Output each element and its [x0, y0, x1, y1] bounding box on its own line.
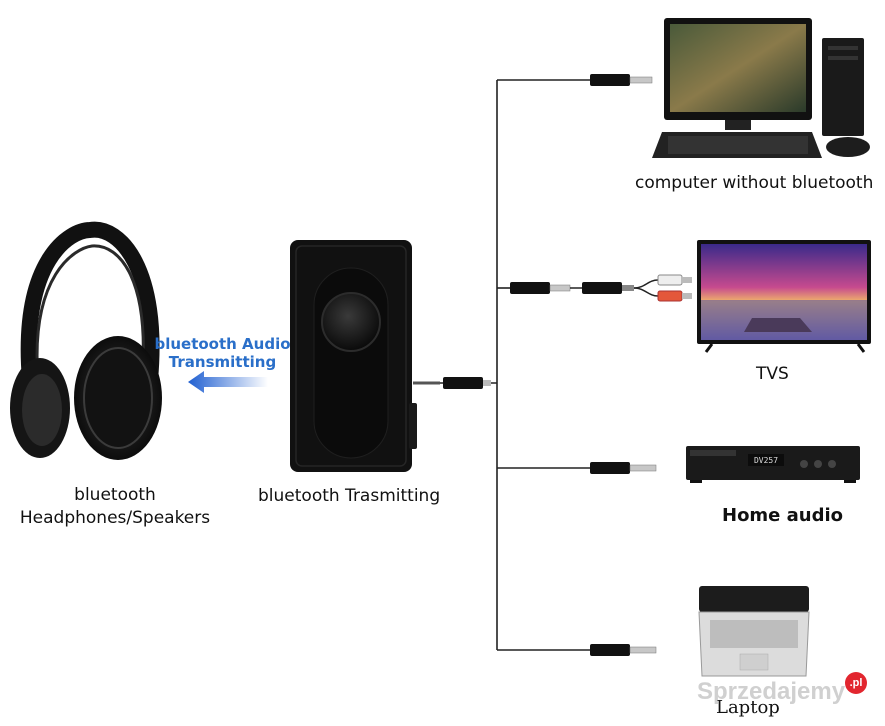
watermark-domain-badge: .pl — [845, 672, 867, 694]
audio-jack-icon — [443, 377, 491, 389]
audio-jack-icon — [510, 274, 692, 302]
desktop-computer-icon — [652, 18, 870, 158]
transmit-arrow-icon — [188, 371, 268, 393]
home-audio-player-icon: DV257 — [686, 446, 860, 483]
transmitter-label: bluetooth Trasmitting — [258, 486, 441, 506]
laptop-icon — [698, 586, 810, 677]
bluetooth-transmitter-icon — [290, 240, 440, 472]
tv-label: TVS — [756, 364, 789, 384]
transmit-caption-line2: Transmitting — [168, 353, 277, 371]
audio-jack-icon — [590, 462, 657, 474]
transmit-caption: bluetooth Audio Transmitting — [150, 335, 295, 371]
transmit-caption-line1: bluetooth Audio — [154, 335, 291, 353]
headphones-icon — [10, 221, 162, 460]
home-audio-display: DV257 — [754, 456, 778, 465]
audio-jack-icon — [590, 644, 657, 656]
headphones-label: bluetooth Headphones/Speakers — [0, 484, 230, 530]
home-audio-label: Home audio — [722, 505, 844, 526]
laptop-label: Laptop — [716, 697, 780, 718]
cable-bus — [440, 79, 590, 651]
headphones-label-line2: Headphones/Speakers — [19, 508, 211, 528]
computer-label: computer without bluetooth — [635, 173, 874, 193]
audio-jack-icon — [590, 74, 653, 86]
tv-icon — [697, 240, 871, 353]
headphones-label-line1: bluetooth — [74, 485, 156, 505]
watermark-brand: Sprzedajemy — [697, 678, 846, 705]
